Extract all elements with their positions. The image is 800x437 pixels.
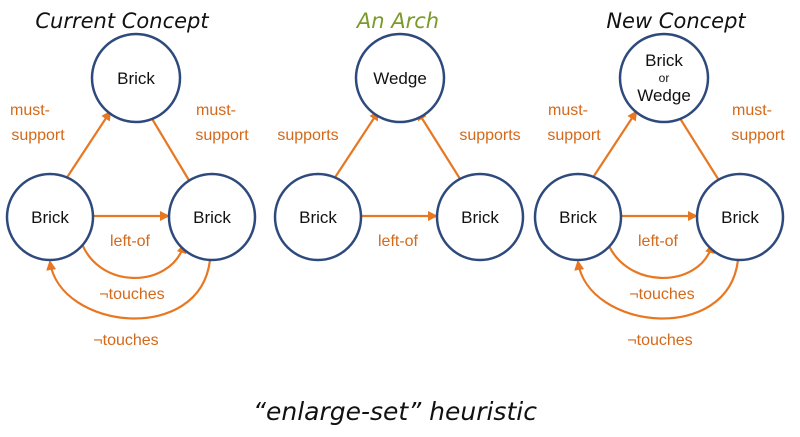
- edge-label-left-of: left-of: [638, 233, 679, 250]
- edge-label-right-2: support: [731, 127, 785, 144]
- edge-label-left-2: support: [11, 127, 65, 144]
- edge-not-touches-inner: [78, 237, 187, 279]
- node-left: [5, 172, 95, 262]
- edge-label-right-1: must-: [196, 102, 236, 119]
- node-top: [354, 32, 446, 124]
- edge-label-not-touches-inner: ¬touches: [99, 286, 164, 303]
- node-left: [533, 172, 623, 262]
- node-top: [90, 32, 182, 124]
- node-top-label-line3: Wedge: [637, 86, 691, 105]
- node-left-label: Brick: [299, 208, 337, 227]
- edge-supports-right: [416, 110, 463, 183]
- edge-label-not-touches-outer: ¬touches: [93, 332, 158, 349]
- edge-label-left-1: must-: [10, 102, 50, 119]
- node-top-label: Brick: [117, 69, 155, 88]
- edge-label-left-of: left-of: [110, 233, 151, 250]
- edge-must-support-right: [674, 110, 721, 183]
- node-right: [435, 172, 525, 262]
- edge-label-left: supports: [277, 127, 338, 144]
- edge-label-not-touches-inner: ¬touches: [629, 286, 694, 303]
- edge-label-not-touches-outer: ¬touches: [627, 332, 692, 349]
- edge-label-right-1: must-: [732, 102, 772, 119]
- edge-not-touches-outer: [574, 259, 740, 320]
- node-right-label: Brick: [193, 208, 231, 227]
- node-top-label-line1: Brick: [645, 51, 683, 70]
- panel-current-concept: Current Concept Brick Brick Brick must- …: [5, 9, 257, 349]
- node-right: [695, 172, 785, 262]
- edge-not-touches-inner: [604, 237, 715, 279]
- edge-must-support-right: [146, 110, 191, 183]
- node-top: [618, 32, 710, 124]
- panel-title: New Concept: [606, 9, 746, 33]
- edge-supports-left: [331, 110, 380, 183]
- node-left-label: Brick: [31, 208, 69, 227]
- edge-must-support-left: [589, 110, 638, 183]
- panel-title: Current Concept: [35, 9, 209, 33]
- node-right-label: Brick: [461, 208, 499, 227]
- node-top-label-line2: or: [659, 71, 670, 85]
- edge-label-left-1: must-: [548, 102, 588, 119]
- node-top-label: Wedge: [373, 69, 427, 88]
- panel-new-concept: New Concept Brick or Wedge Brick Brick m…: [533, 9, 785, 349]
- caption: “enlarge-set” heuristic: [253, 397, 537, 426]
- edge-label-right: supports: [459, 127, 520, 144]
- edge-label-left-2: support: [547, 127, 601, 144]
- panel-an-arch: An Arch Wedge Brick Brick supports suppo…: [273, 9, 525, 262]
- panel-title: An Arch: [355, 9, 439, 33]
- node-right: [167, 172, 257, 262]
- edge-must-support-left: [63, 110, 112, 183]
- node-left: [273, 172, 363, 262]
- edge-label-right-2: support: [195, 127, 249, 144]
- edge-not-touches-outer: [46, 259, 212, 320]
- edge-label-left-of: left-of: [378, 233, 419, 250]
- node-left-label: Brick: [559, 208, 597, 227]
- node-right-label: Brick: [721, 208, 759, 227]
